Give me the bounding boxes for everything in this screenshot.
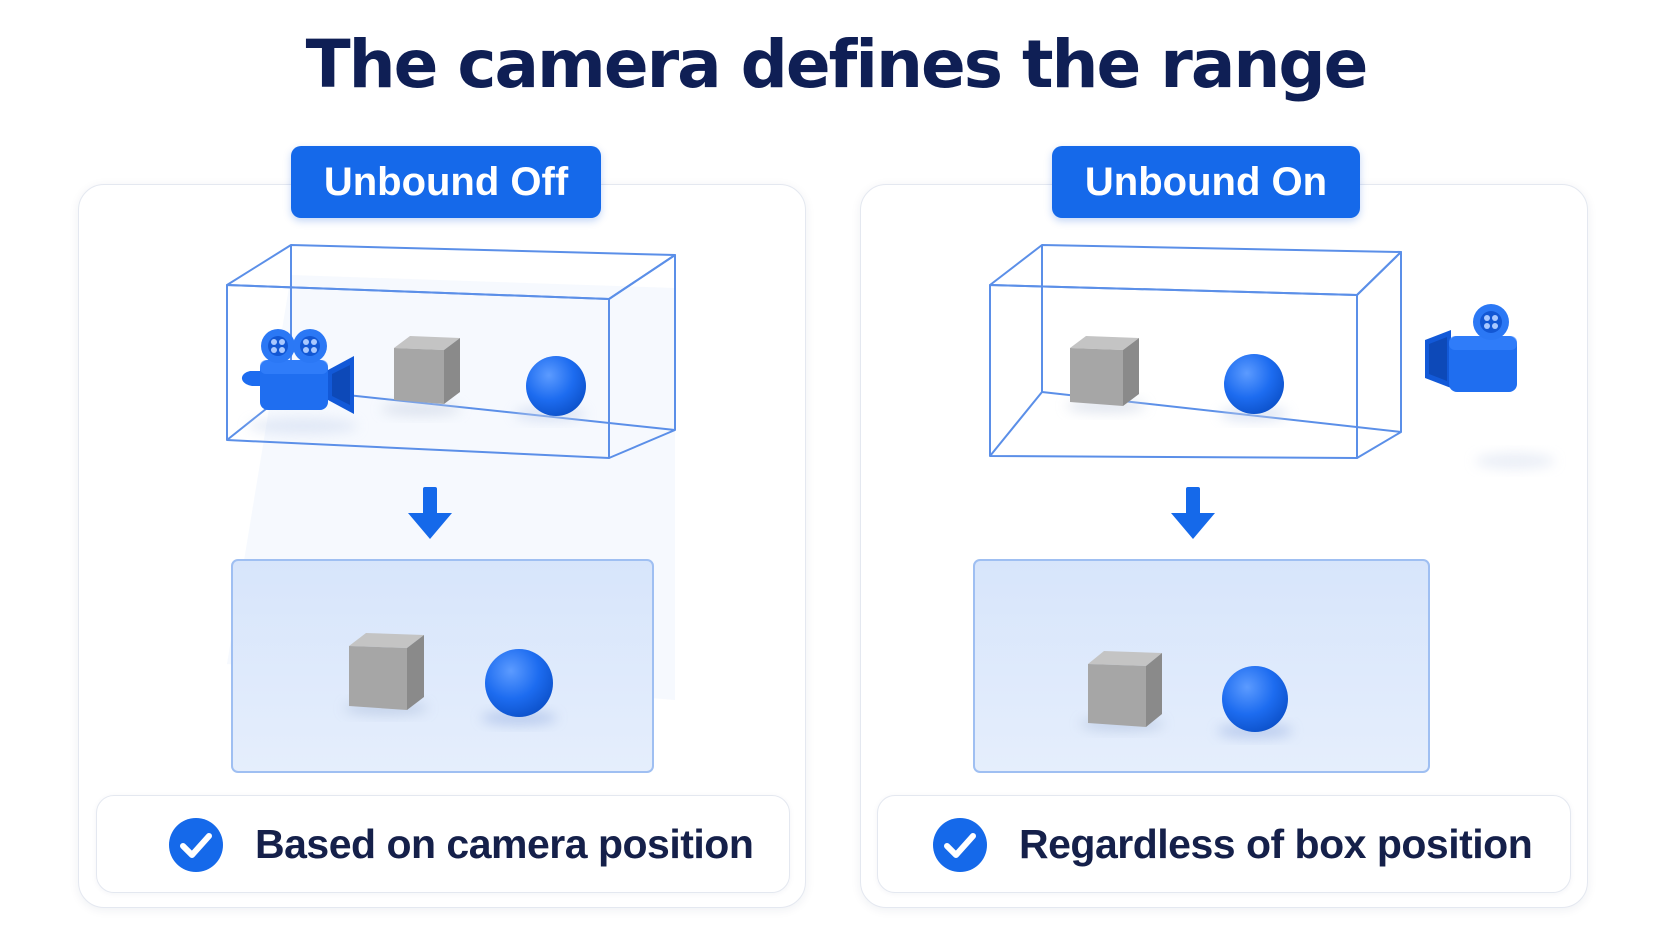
camera-icon	[241, 329, 354, 414]
panel-unbound-on	[860, 184, 1588, 908]
caption-box-unbound-on: Regardless of box position	[877, 795, 1571, 893]
cube	[1088, 651, 1162, 727]
panel-unbound-off	[78, 184, 806, 908]
cube	[349, 633, 424, 710]
camera-shadow	[248, 418, 358, 434]
check-icon	[933, 818, 987, 872]
mode-badge-unbound-on: Unbound On	[1052, 146, 1360, 218]
caption-text: Regardless of box position	[1019, 821, 1533, 867]
bounding-box	[989, 244, 1402, 459]
cube	[1070, 336, 1139, 406]
sphere	[526, 356, 586, 416]
sphere	[1224, 354, 1284, 414]
mode-badge-unbound-off: Unbound Off	[291, 146, 601, 218]
camera-icon	[1425, 304, 1517, 392]
sphere	[485, 649, 553, 717]
check-icon	[169, 818, 223, 872]
page-title: The camera defines the range	[305, 26, 1369, 103]
sphere	[1222, 666, 1288, 732]
arrow-down-icon	[1171, 487, 1215, 539]
arrow-down-icon	[408, 487, 452, 539]
cube-shadow	[381, 402, 461, 416]
caption-text: Based on camera position	[255, 821, 754, 867]
scene-unbound-on	[973, 244, 1555, 773]
camera-shadow	[1475, 453, 1555, 469]
cube	[394, 336, 460, 404]
result-view	[973, 559, 1430, 773]
result-view	[231, 559, 654, 773]
scene-unbound-off	[226, 244, 676, 773]
caption-box-unbound-off: Based on camera position	[96, 795, 790, 893]
